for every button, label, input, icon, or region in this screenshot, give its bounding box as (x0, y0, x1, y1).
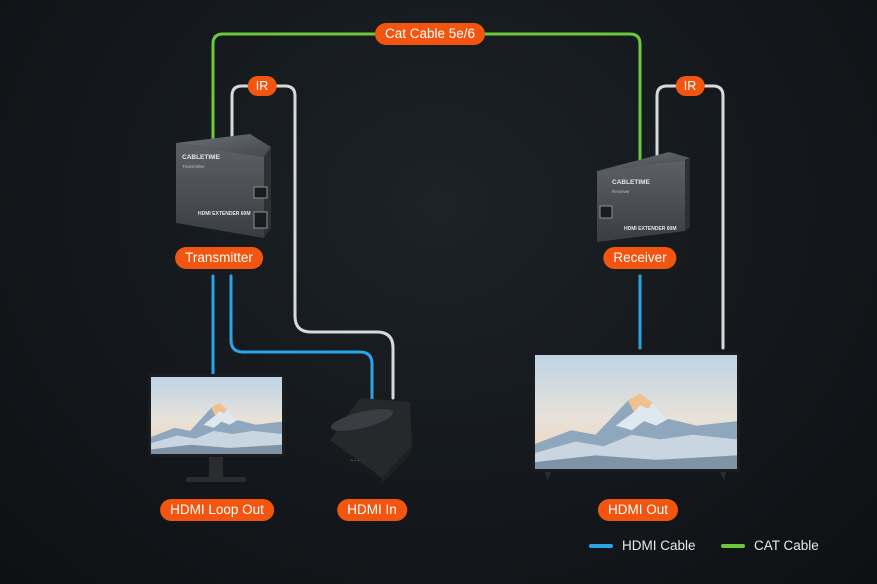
ir-label-right: IR (675, 76, 705, 96)
cat-cable-label: Cat Cable 5e/6 (374, 23, 486, 45)
receiver-device: CABLETIME Receiver HDMI EXTENDER 60M (597, 152, 690, 242)
transmitter-subtitle: Transmitter (182, 164, 205, 169)
receiver-model: HDMI EXTENDER 60M (624, 226, 677, 232)
cat-cable-line (211, 32, 642, 165)
transmitter-device: CABLETIME Transmitter HDMI EXTENDER 60M (176, 134, 271, 238)
transmitter-model: HDMI EXTENDER 60M (198, 211, 251, 217)
tv-display (532, 352, 740, 481)
legend-cat-swatch (721, 544, 745, 549)
hdmi-loop-out-label: HDMI Loop Out (160, 499, 274, 521)
hdmi-cable-lines (211, 274, 642, 404)
legend-cat: CAT Cable (721, 537, 819, 555)
ir-label-left: IR (247, 76, 277, 96)
hdmi-out-label: HDMI Out (597, 499, 679, 521)
receiver-subtitle: Receiver (612, 189, 630, 194)
receiver-brand: CABLETIME (612, 179, 651, 186)
legend-hdmi-label: HDMI Cable (622, 538, 696, 553)
monitor-loop-out (148, 374, 285, 482)
legend-cat-label: CAT Cable (754, 538, 819, 553)
legend-hdmi: HDMI Cable (589, 537, 696, 555)
receiver-label: Receiver (603, 247, 677, 269)
transmitter-label: Transmitter (175, 247, 263, 269)
hdmi-in-label: HDMI In (337, 499, 407, 521)
legend-hdmi-swatch (589, 544, 613, 549)
svg-text:▪ ▪ ▪: ▪ ▪ ▪ (351, 458, 359, 464)
transmitter-brand: CABLETIME (182, 154, 221, 161)
source-device: ▪ ▪ ▪ (330, 398, 412, 484)
